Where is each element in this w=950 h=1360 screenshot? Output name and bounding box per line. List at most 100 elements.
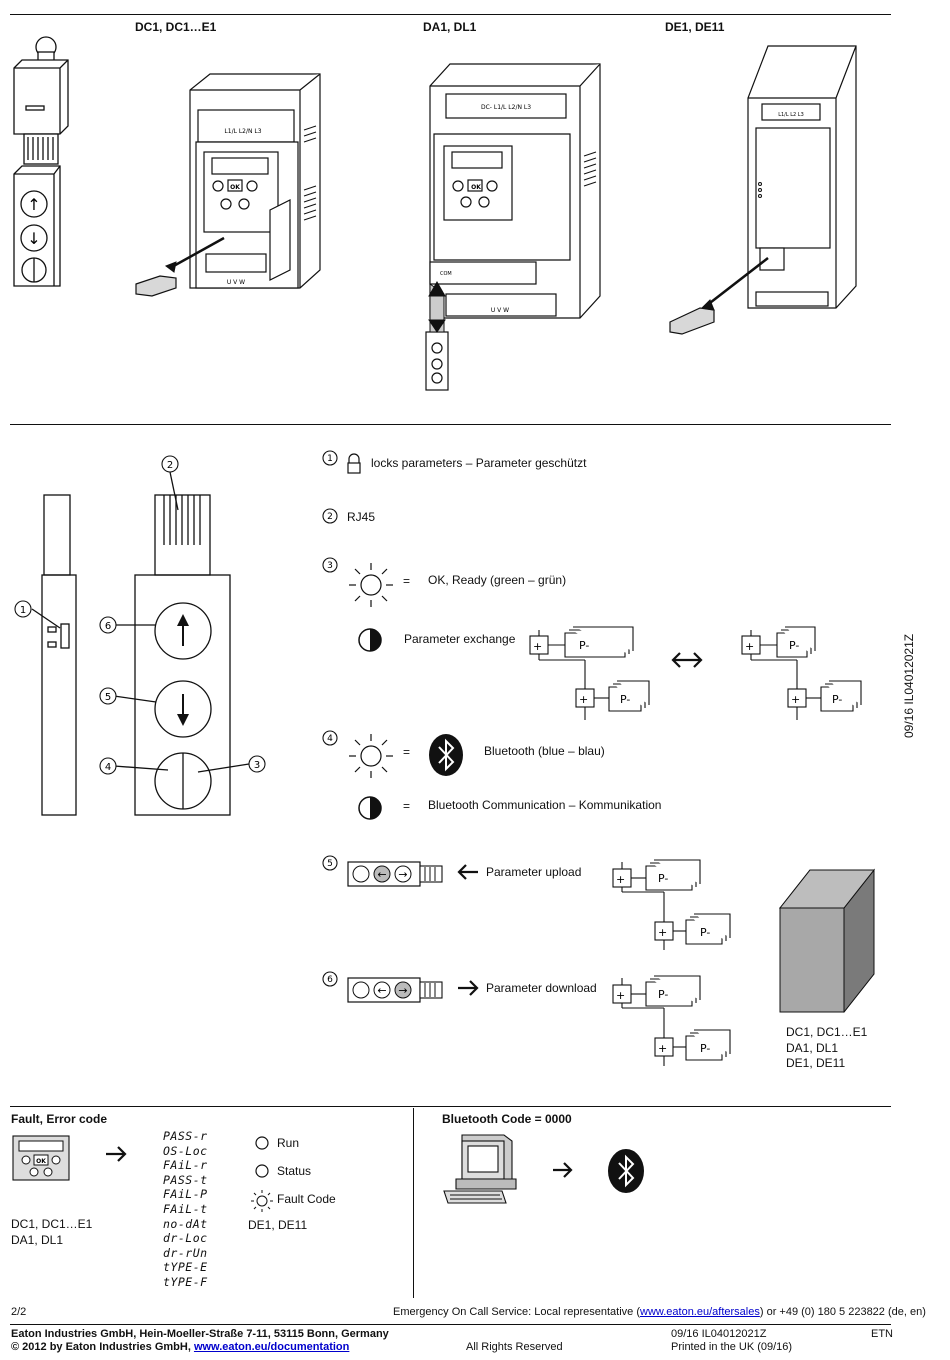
top-rule (10, 14, 891, 15)
fault-code-list: PASS-r OS-Loc FAiL-r PASS-t FAiL-P FAiL-… (163, 1129, 208, 1290)
exchange-plus-3: + (745, 640, 754, 653)
led-run-label: Run (277, 1136, 300, 1150)
callout-3-label: 3 (254, 760, 260, 771)
fault-device-label: DC1, DC1…E1 (11, 1217, 93, 1231)
run-led-icon (255, 1136, 269, 1150)
legend-item3-text: OK, Ready (green – grün) (428, 573, 567, 587)
de1-drive-illustration: L1/L L2 L3 (669, 45, 857, 335)
parameter-exchange-diagram: + P- + P- + P- + P- (529, 626, 862, 720)
legend-callout-4: 4 (327, 734, 333, 744)
legend-item4-equals: = (403, 745, 411, 759)
callout-6-label: 6 (105, 621, 111, 632)
stick-illustration: ↑ ↓ (13, 36, 69, 287)
bluetooth-code-icon (608, 1149, 644, 1193)
fault-keypad-icon: OK (12, 1135, 70, 1181)
legend-callout-3: 3 (327, 561, 333, 571)
fault-code: dr-Loc (163, 1231, 208, 1246)
legend-item6-text: Parameter download (486, 981, 597, 995)
device-box-label: DE1, DE11 (786, 1056, 846, 1070)
documentation-link[interactable]: www.eaton.eu/documentation (193, 1341, 350, 1353)
legend-callout-5: 5 (327, 859, 333, 869)
download-left-arrow-icon: ← (377, 984, 386, 997)
da1-drive-illustration: DC- L1/L L2/N L3 OK COM U V W (425, 63, 601, 391)
fault-code: no-dAt (163, 1216, 208, 1231)
exchange-plus-4: + (791, 693, 800, 706)
emergency-prefix: Emergency On Call Service: Local represe… (393, 1306, 640, 1318)
fault-devices: DC1, DC1…E1 DA1, DL1 (11, 1217, 92, 1248)
copyright-prefix: © 2012 by Eaton Industries GmbH, (11, 1341, 194, 1353)
header-da1: DA1, DL1 (423, 20, 477, 34)
printed-text: Printed in the UK (09/16) (671, 1341, 793, 1353)
side-doc-code: 09/16 IL04012021Z (902, 633, 916, 738)
legend-item5-text: Parameter upload (486, 865, 582, 879)
tree-param-2: P- (700, 926, 710, 939)
legend-item1-text: locks parameters – Parameter geschützt (371, 456, 587, 470)
aftersales-link[interactable]: www.eaton.eu/aftersales (640, 1306, 760, 1318)
legend-item4-text: Bluetooth (blue – blau) (484, 744, 605, 758)
bluetooth-code-title: Bluetooth Code = 0000 (442, 1112, 572, 1126)
tree-param-4: P- (700, 1042, 710, 1055)
bottom-divider (413, 1108, 414, 1298)
dc1-ok-label: OK (230, 184, 240, 191)
emergency-suffix: ) or +49 (0) 180 5 223822 (de, en) (759, 1306, 926, 1318)
da1-terminals-label: DC- L1/L L2/N L3 (481, 104, 531, 111)
upload-download-param-diagram: + P- + P- + P- + P- (612, 859, 731, 1066)
header-de1: DE1, DE11 (665, 20, 725, 34)
fault-code: dr-rUn (163, 1245, 208, 1260)
fault-device-label: DA1, DL1 (11, 1232, 64, 1247)
led-fault-label: Fault Code (277, 1192, 336, 1206)
header-dc1: DC1, DC1…E1 (135, 20, 217, 34)
dc1-drive-illustration: L1/L L2/N L3 OK U V W (135, 73, 321, 297)
fault-code: PASS-r (163, 1129, 208, 1143)
company-address: Eaton Industries GmbH, Hein-Moeller-Stra… (11, 1328, 389, 1340)
half-led-icon-bt (358, 796, 382, 820)
legend-item3-equals: = (403, 574, 411, 588)
da1-uvw-label: U V W (491, 307, 509, 314)
download-stick-icon: ← → (347, 977, 443, 1003)
tree-plus-1: + (616, 873, 625, 886)
half-led-icon (358, 628, 382, 652)
computer-icon (443, 1134, 517, 1204)
fault-code: PASS-t (163, 1172, 208, 1187)
tree-plus-3: + (616, 989, 625, 1002)
download-right-arrow-icon: → (398, 984, 407, 997)
device-box-label: DA1, DL1 (786, 1040, 839, 1055)
fault-arrow-icon (106, 1146, 127, 1162)
fault-code: FAiL-t (163, 1201, 208, 1216)
sun-led-icon-bluetooth (349, 734, 393, 778)
sun-led-icon-ok (349, 563, 393, 607)
device-box-illustration (778, 868, 876, 1013)
upload-right-arrow-icon: → (398, 868, 407, 881)
device-box-label: DC1, DC1…E1 (786, 1025, 868, 1039)
stick-detail-illustration: 2 1 6 5 4 3 (14, 455, 266, 816)
fault-keypad-ok: OK (36, 1158, 46, 1165)
bluetooth-arrow-icon (553, 1162, 573, 1178)
legend-callout-1: 1 (327, 454, 333, 464)
callout-5-label: 5 (105, 692, 111, 703)
leds-device-label: DE1, DE11 (248, 1218, 308, 1232)
page-number: 2/2 (11, 1306, 27, 1318)
tree-plus-2: + (658, 926, 667, 939)
footer-rule (10, 1324, 891, 1325)
fault-title: Fault, Error code (11, 1112, 108, 1126)
callout-1-label: 1 (20, 605, 26, 616)
legend-callout-2: 2 (327, 512, 333, 522)
legend-callout-6: 6 (327, 975, 333, 985)
legend-item2-text: RJ45 (347, 510, 376, 524)
led-status-label: Status (277, 1164, 312, 1178)
copyright-line: © 2012 by Eaton Industries GmbH, www.eat… (11, 1341, 349, 1353)
tree-param-1: P- (658, 872, 668, 885)
dc1-terminals-label: L1/L L2/N L3 (224, 128, 261, 135)
da1-ok-label: OK (471, 184, 481, 191)
legend-callouts: 1 2 3 4 5 6 (322, 450, 338, 987)
middle-rule (10, 424, 891, 425)
rights-text: All Rights Reserved (466, 1341, 563, 1353)
legend-item3b-text: Parameter exchange (404, 632, 516, 646)
legend-item4b-equals: = (403, 799, 411, 813)
device-box-labels: DC1, DC1…E1 DA1, DL1 DE1, DE11 (786, 1025, 867, 1072)
de1-terminals-label: L1/L L2 L3 (778, 112, 804, 118)
status-led-icon (255, 1164, 269, 1178)
fault-code: FAiL-r (163, 1158, 208, 1173)
fault-code: tYPE-F (163, 1274, 208, 1289)
tree-param-3: P- (658, 988, 668, 1001)
